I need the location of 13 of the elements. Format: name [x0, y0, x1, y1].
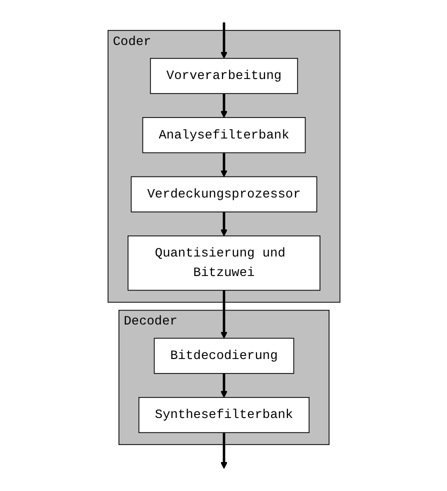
arrow: [220, 373, 228, 398]
node-box: Quantisierung und Bitzuwei: [127, 236, 320, 291]
arrow: [220, 212, 228, 236]
arrow: [220, 152, 228, 178]
node-box: Analysefilterbank: [142, 117, 306, 154]
arrow: [220, 94, 228, 118]
arrow: [220, 22, 228, 59]
arrow: [220, 432, 228, 469]
node-box: Verdeckungsprozessor: [130, 176, 317, 212]
node-box: Synthesefilterbank: [138, 397, 309, 434]
node-box: Vorverarbeitung: [150, 58, 298, 94]
node-box: Bitdecodierung: [153, 338, 294, 374]
arrow: [220, 290, 228, 339]
